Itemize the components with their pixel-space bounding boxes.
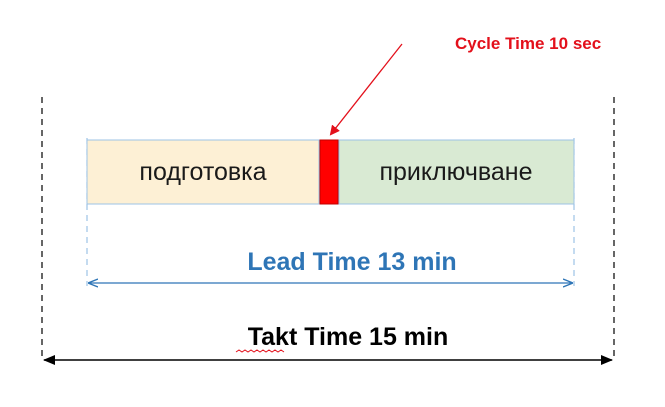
phase-label-preparation: подготовка [139,158,266,186]
cycle-time-label: Cycle Time 10 sec [455,34,601,53]
phase-label-completion: приключване [379,158,532,186]
phase-box-preparation [86,139,320,205]
cycle-time-arrow [329,43,403,136]
takt-time-label: Takt Time 15 min [248,323,449,351]
cycle-time-marker [319,139,339,205]
phase-box-completion [338,139,575,205]
spellcheck-squiggle [235,349,285,353]
lead-time-label: Lead Time 13 min [247,248,456,276]
